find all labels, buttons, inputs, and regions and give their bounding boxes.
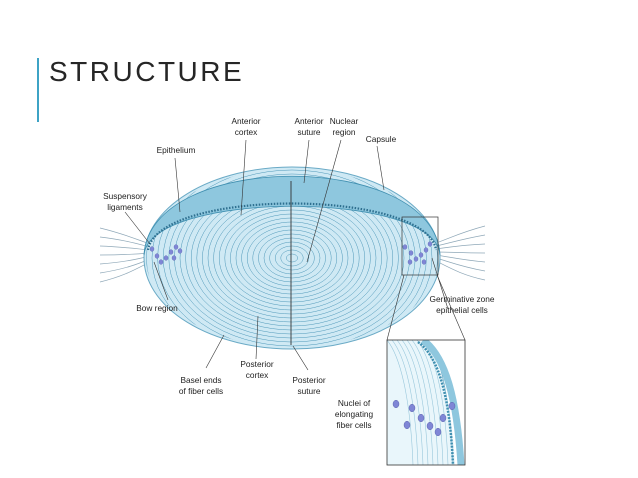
slide-title: STRUCTURE bbox=[49, 56, 245, 87]
fiber-ring bbox=[258, 233, 326, 283]
capsule-and-epithelium bbox=[143, 175, 441, 256]
suspensory-ligaments-right bbox=[435, 225, 486, 281]
bow-region-nuclei-left bbox=[149, 244, 183, 265]
title-accent-bar bbox=[37, 58, 39, 122]
suspensory-ligaments-left bbox=[99, 227, 151, 283]
fiber-ring bbox=[224, 209, 360, 307]
bow-region-nuclei-right bbox=[402, 241, 433, 265]
inset-detail bbox=[387, 340, 465, 465]
fiber-ring bbox=[269, 241, 315, 275]
fiber-ring bbox=[286, 253, 298, 263]
fiber-ring bbox=[263, 237, 321, 279]
epithelium-cells bbox=[146, 202, 438, 251]
fiber-ring bbox=[274, 245, 310, 271]
fiber-ring bbox=[280, 249, 304, 267]
label-capsule: Capsule bbox=[366, 134, 397, 144]
inset-frame bbox=[386, 339, 466, 466]
inset-nuclei bbox=[392, 400, 456, 437]
zoom-connector bbox=[436, 274, 466, 341]
zoom-connector bbox=[386, 274, 405, 341]
fiber-ring bbox=[230, 213, 354, 303]
fiber-ring bbox=[246, 225, 338, 291]
fiber-ring bbox=[252, 229, 332, 287]
label-epithelium: Epithelium bbox=[157, 145, 196, 155]
zoom-region-box bbox=[401, 216, 439, 276]
label-bow-region: Bow region bbox=[136, 303, 178, 313]
fiber-ring bbox=[241, 221, 343, 295]
fiber-ring bbox=[235, 217, 349, 299]
leader-lines bbox=[124, 139, 449, 371]
inset-epithelium bbox=[417, 340, 455, 465]
fiber-ring bbox=[146, 169, 438, 347]
fiber-ring bbox=[162, 169, 422, 347]
inset-capsule bbox=[420, 340, 465, 465]
